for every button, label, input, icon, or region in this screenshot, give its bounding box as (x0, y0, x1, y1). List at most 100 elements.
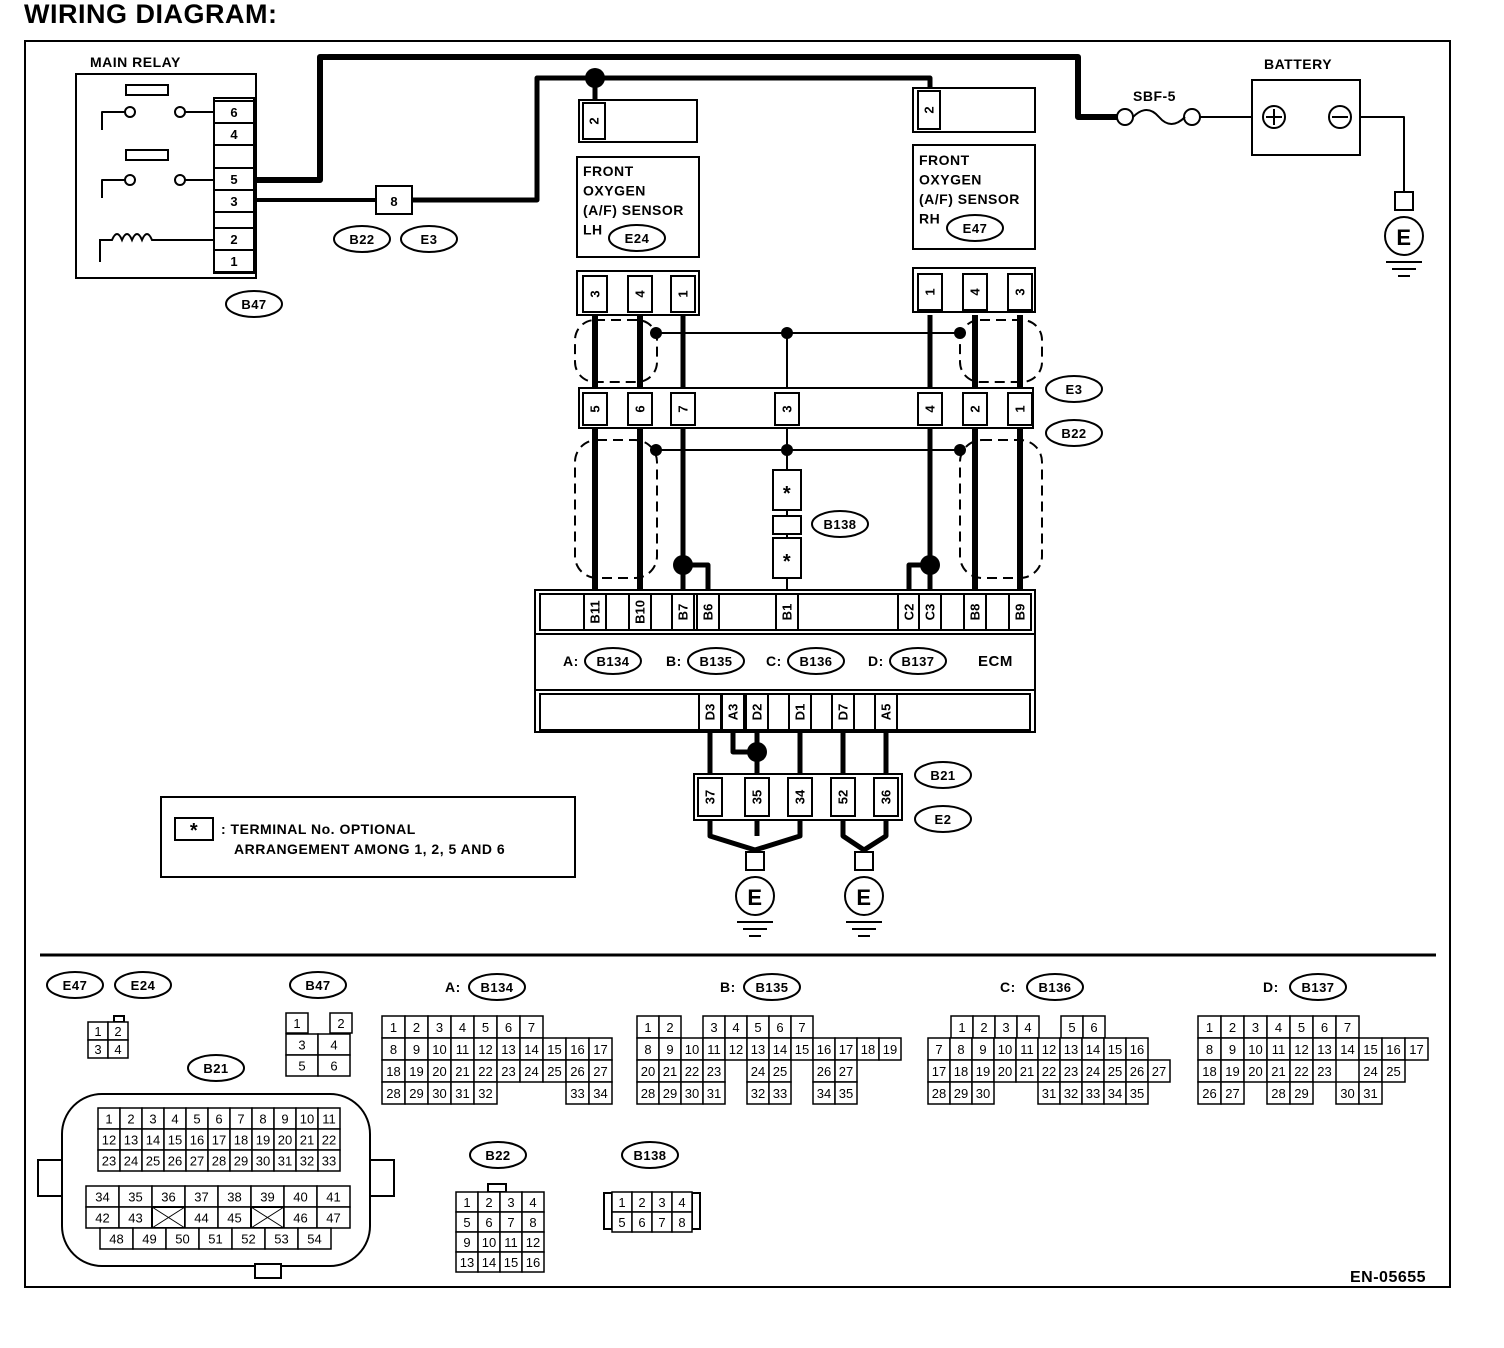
connector-id-b138: B138 (811, 510, 869, 538)
main-relay-pin-label: 3 (230, 194, 237, 209)
ecm-bottom-pin (721, 693, 745, 731)
view-id-b22-label: B22 (485, 1148, 510, 1163)
view-cell-label: 35 (128, 1190, 142, 1205)
view-cell-label: 16 (190, 1133, 204, 1148)
view-id-e24-ellipse (114, 971, 172, 999)
b138-latch-r (691, 1192, 701, 1230)
ground-pin (787, 777, 813, 817)
view-cell-label: 35 (1130, 1086, 1144, 1101)
connector-id-b134: B134 (584, 647, 642, 675)
mid-pin (774, 392, 800, 426)
view-cell-label: 26 (1130, 1064, 1144, 1079)
view-cell-label: 9 (281, 1112, 288, 1127)
relay-terminal (124, 174, 136, 186)
view-cell-label: 8 (678, 1215, 685, 1230)
view-cell-label: 23 (501, 1064, 515, 1079)
view-cell-label: 30 (432, 1086, 446, 1101)
view-cell-label: 16 (1386, 1042, 1400, 1057)
ecm-top-pin (583, 593, 607, 631)
wire-battery-to-ground (1340, 116, 1405, 192)
view-cell-label: 4 (529, 1195, 536, 1210)
view-cell-label: 7 (1344, 1020, 1351, 1035)
b138-mid (772, 515, 802, 535)
view-cell-label: 3 (436, 1020, 443, 1035)
view-cell-label: 35 (839, 1086, 853, 1101)
view-cell-label: 13 (751, 1042, 765, 1057)
connector-id-e3-mid-ellipse (1045, 375, 1103, 403)
view-id-b22-ellipse (469, 1141, 527, 1169)
connector-id-b135-label: B135 (699, 654, 732, 669)
ecm-top-pin-label: B11 (588, 600, 603, 623)
view-cell-label: 7 (237, 1112, 244, 1127)
view-cell-label: 20 (1248, 1064, 1262, 1079)
main-relay-pin (213, 189, 255, 213)
view-cell-label: 22 (322, 1133, 336, 1148)
view-cell-label: 3 (94, 1042, 101, 1057)
connector-id-e3-mid: E3 (1045, 375, 1103, 403)
view-cell (1404, 1037, 1429, 1061)
view-cell-label: 28 (386, 1086, 400, 1101)
view-cell-label: 15 (795, 1042, 809, 1057)
junction-dot (585, 68, 605, 88)
ground-pin-label: 35 (750, 790, 765, 804)
view-cell-label: 25 (547, 1064, 561, 1079)
rh-pin-label: 3 (1013, 288, 1028, 295)
view-cell-label: 4 (732, 1020, 739, 1035)
connector-id-b21-ellipse (914, 761, 972, 789)
view-cell-label: 10 (685, 1042, 699, 1057)
connector-id-b136-ellipse (787, 647, 845, 675)
view-id-b138: B138 (621, 1141, 679, 1169)
b21-latch-right (369, 1159, 395, 1197)
view-id-b22: B22 (469, 1141, 527, 1169)
main-relay-pin-label: 1 (230, 254, 237, 269)
view-cell (971, 1081, 995, 1105)
view-cell-label: 18 (861, 1042, 875, 1057)
view-id-b134: B134 (468, 973, 526, 1001)
view-cell-label: 11 (1272, 1042, 1286, 1057)
view-cell-label: 12 (729, 1042, 743, 1057)
mid-pin-label: 3 (780, 405, 795, 412)
view-cell-label: 33 (773, 1086, 787, 1101)
view-cell-label: 9 (666, 1042, 673, 1057)
view-cell-label: 11 (504, 1235, 518, 1250)
lh-pin (670, 275, 696, 313)
view-cell (1220, 1081, 1245, 1105)
view-cell (317, 1054, 351, 1077)
view-cell-label: 10 (432, 1042, 446, 1057)
view-cell-label: 10 (300, 1112, 314, 1127)
main-relay-pin-label: 6 (230, 105, 237, 120)
lh-top-pin (582, 102, 606, 140)
view-cell-label: 1 (958, 1020, 965, 1035)
view-cell-label: 21 (455, 1064, 469, 1079)
connector-id-b136-label: B136 (799, 654, 832, 669)
view-cell-label: 4 (459, 1020, 466, 1035)
view-cell-label: 28 (641, 1086, 655, 1101)
view-id-b136: B136 (1026, 973, 1084, 1001)
view-id-b21-ellipse (187, 1054, 245, 1082)
view-cell (702, 1081, 726, 1105)
connector-id-e24-label: E24 (625, 231, 650, 246)
battery-label: BATTERY (1264, 56, 1332, 72)
shield-dot (781, 327, 793, 339)
view-cell-label: 45 (227, 1211, 241, 1226)
b138-lower (772, 537, 802, 579)
ground-right-circle (844, 876, 884, 916)
legend-mark-box (174, 817, 214, 841)
view-cell-label: 13 (460, 1255, 474, 1270)
ecm-connector-prefix: C: (766, 653, 782, 669)
view-cell-label: 15 (168, 1133, 182, 1148)
view-cell-label: 14 (146, 1133, 160, 1148)
view-cell-label: 28 (212, 1154, 226, 1169)
ecm-connector-prefix: B: (666, 653, 682, 669)
lh-top-pin-label: 2 (587, 117, 602, 124)
view-cell-label: 36 (161, 1190, 175, 1205)
connector-id-e3-label: E3 (421, 232, 438, 247)
relay-terminal (174, 174, 186, 186)
ground-left-stub (745, 851, 765, 871)
view-cell-label: 7 (658, 1215, 665, 1230)
view-cell-label: 44 (194, 1211, 208, 1226)
ecm-bottom-pin (874, 693, 898, 731)
view-cell-label: 12 (1294, 1042, 1308, 1057)
view-cell-label: 32 (300, 1154, 314, 1169)
view-cell-label: 2 (114, 1024, 121, 1039)
